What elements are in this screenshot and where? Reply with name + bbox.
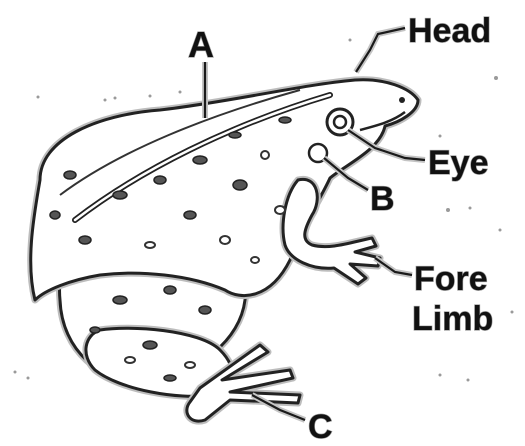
frog-illustration [31, 80, 418, 421]
nostril [399, 97, 405, 103]
label-fore-limb-line1: Fore [414, 260, 488, 298]
label-b: B [370, 180, 395, 218]
eye-pupil [334, 116, 346, 128]
label-c: C [308, 408, 333, 446]
label-head: Head [408, 12, 491, 50]
label-a: A [188, 24, 214, 65]
label-fore-limb-line2: Limb [412, 300, 493, 338]
label-eye: Eye [428, 144, 489, 182]
